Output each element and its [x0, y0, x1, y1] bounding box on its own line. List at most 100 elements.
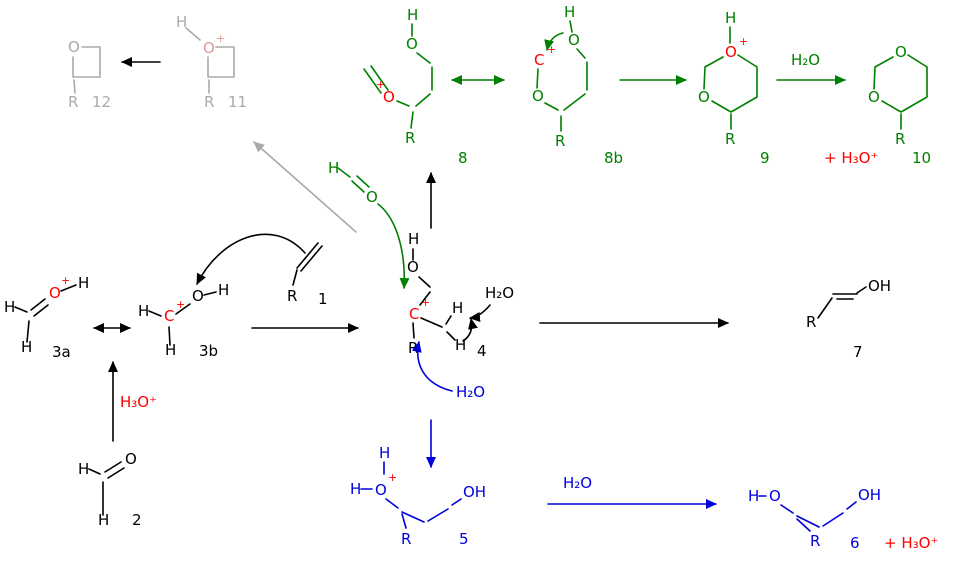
- bonds: [536, 20, 588, 132]
- structure-label: 3a: [52, 343, 71, 361]
- structure-label: 8b: [604, 149, 623, 167]
- atom-r: R: [204, 93, 214, 111]
- arrow-alkene-to-3b: [196, 233, 306, 285]
- water-label: H₂O: [563, 474, 592, 492]
- atom-o: O: [366, 188, 378, 206]
- atom-o: O: [68, 38, 80, 56]
- atom-h: H: [21, 338, 32, 356]
- atom-h: H: [218, 281, 229, 299]
- atom-h: H: [350, 480, 361, 498]
- atom-o: O: [868, 88, 880, 106]
- hydronium-byproduct-label: + H₃O⁺: [884, 534, 938, 552]
- bonds: [292, 242, 323, 286]
- charge-plus: +: [216, 32, 225, 45]
- structure-4: H O C + R H H 4 H₂O: [407, 230, 514, 360]
- bonds: [363, 23, 433, 129]
- atom-r: R: [68, 93, 78, 111]
- atom-o: O: [125, 450, 137, 468]
- structure-8b: H O C + O R 8b: [532, 3, 623, 167]
- structure-3b: H C + O H H 3b: [138, 281, 229, 360]
- structure-label: 5: [459, 530, 469, 548]
- arrow-water-deprotonation: [469, 304, 491, 322]
- hydroxyl-label: OH: [868, 277, 891, 295]
- atom-h: H: [407, 6, 418, 24]
- atom-r: R: [287, 287, 297, 305]
- hydroxyl-label: OH: [858, 486, 881, 504]
- structure-label: 3b: [199, 342, 218, 360]
- atom-r: R: [725, 130, 735, 148]
- bonds: [758, 495, 857, 532]
- atom-h: H: [138, 302, 149, 320]
- structure-11: H O + R 11: [176, 13, 247, 111]
- bonds: [360, 461, 462, 529]
- structure-label: 9: [760, 149, 770, 167]
- structure-12: O R 12: [68, 38, 111, 111]
- hydronium-label: H₃O⁺: [120, 393, 157, 411]
- arrow-oxygen-to-carbocation: [544, 32, 564, 51]
- formaldehyde-attacking: H O: [328, 159, 378, 206]
- atom-o: O: [406, 35, 418, 53]
- structure-label: 8: [458, 149, 468, 167]
- charge-plus: +: [376, 78, 385, 91]
- atom-r: R: [810, 532, 820, 550]
- bonds: [72, 46, 101, 94]
- structure-label: 12: [92, 93, 111, 111]
- arrow-cation-to-11: [253, 141, 357, 233]
- atom-o: O: [203, 39, 215, 57]
- atom-h: H: [176, 13, 187, 31]
- atom-h: H: [379, 444, 390, 462]
- atom-o: O: [532, 87, 544, 105]
- atom-c-cation: C: [164, 307, 174, 325]
- atom-o-cation: O: [725, 43, 737, 61]
- structure-label: 7: [853, 343, 863, 361]
- atom-h: H: [564, 3, 575, 21]
- atom-h: H: [328, 159, 339, 177]
- atom-h: H: [408, 230, 419, 248]
- arrow-water-to-cation: [411, 341, 453, 392]
- structure-9: H O + O R 9: [698, 9, 770, 167]
- atom-r: R: [806, 313, 816, 331]
- atom-h: H: [98, 511, 109, 529]
- structure-label: 1: [318, 290, 328, 308]
- bonds: [185, 27, 235, 94]
- structure-label: 2: [132, 511, 142, 529]
- atom-o: O: [192, 287, 204, 305]
- structure-label: 10: [912, 149, 931, 167]
- atom-h: H: [452, 299, 463, 317]
- atom-h: H: [78, 460, 89, 478]
- charge-plus: +: [739, 35, 748, 48]
- structure-5: H H O + OH R 5: [350, 444, 486, 548]
- structure-8: H O O + R 8: [363, 6, 468, 167]
- atom-h: H: [748, 487, 759, 505]
- bonds: [873, 54, 928, 130]
- hydroxyl-label: OH: [463, 483, 486, 501]
- atom-h: H: [725, 9, 736, 27]
- atom-r: R: [405, 129, 415, 147]
- structure-label: 4: [477, 342, 487, 360]
- structure-label: 11: [228, 93, 247, 111]
- atom-h: H: [78, 274, 89, 292]
- step-9-to-10: H₂O: [776, 51, 846, 85]
- charge-plus: +: [547, 43, 556, 56]
- bonds: [14, 284, 77, 343]
- structure-1: R 1: [287, 242, 328, 308]
- charge-plus: +: [61, 274, 70, 287]
- bonds: [817, 286, 867, 319]
- water-attack-blue: H₂O: [411, 341, 485, 468]
- arrow-formaldehyde-to-cation: [377, 203, 410, 289]
- atom-h: H: [165, 341, 176, 359]
- atom-o: O: [698, 88, 710, 106]
- step-5-to-6: H₂O: [547, 474, 717, 509]
- atom-c-cation: C: [409, 305, 419, 323]
- bonds: [337, 167, 370, 193]
- water-label: H₂O: [791, 51, 820, 69]
- atom-c-cation: C: [534, 51, 544, 69]
- bonds: [88, 461, 125, 516]
- atom-h: H: [4, 298, 15, 316]
- water-label: H₂O: [456, 383, 485, 401]
- step-2-to-3: H₃O⁺: [108, 361, 157, 442]
- hydronium-byproduct-label: + H₃O⁺: [824, 149, 878, 167]
- bonds: [412, 248, 456, 341]
